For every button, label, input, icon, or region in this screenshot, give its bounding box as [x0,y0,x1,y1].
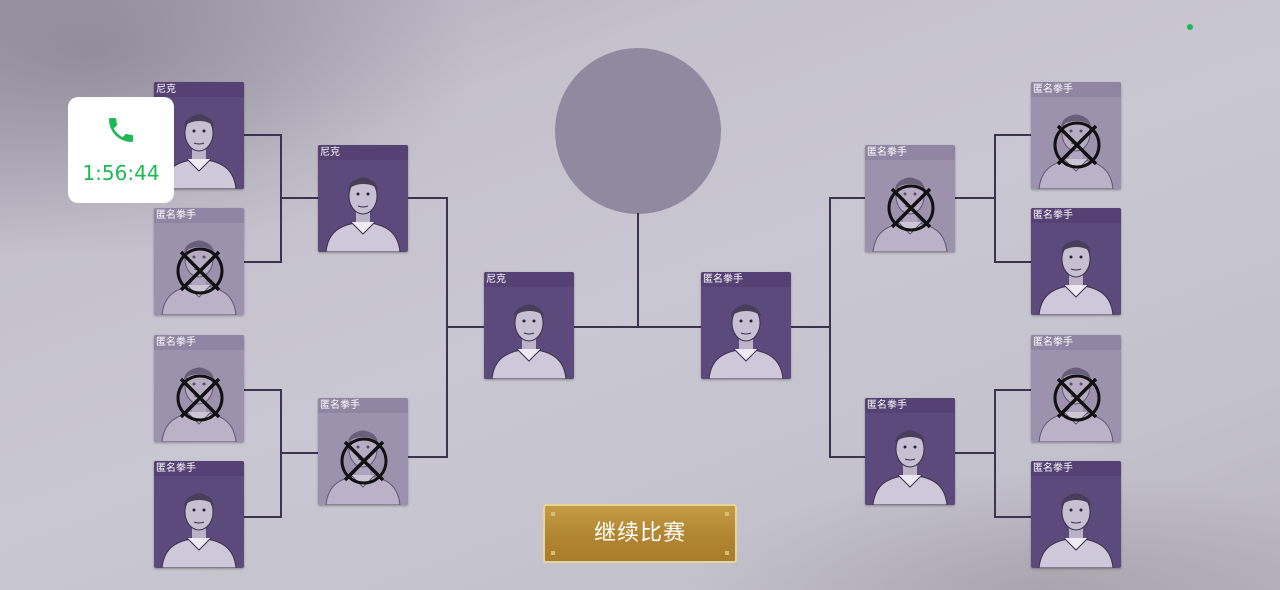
bracket-line [994,134,996,263]
fighter-portrait [872,177,948,252]
eliminated-x-icon [887,184,935,232]
fighter-portrait [491,304,567,379]
fighter-card[interactable]: 匿名拳手 [154,461,244,568]
fighter-name: 匿名拳手 [865,145,955,160]
bracket-line [994,389,996,518]
eliminated-x-icon [176,247,224,295]
fighter-name: 匿名拳手 [154,335,244,350]
bracket-line [955,197,995,199]
button-ornament [725,551,729,555]
fighter-card[interactable]: 尼克 [484,272,574,379]
fighter-name: 匿名拳手 [1031,82,1121,97]
fighter-name: 匿名拳手 [318,398,408,413]
fighter-portrait [1038,493,1114,568]
bracket-line [244,261,280,263]
fighter-name: 匿名拳手 [154,461,244,476]
bracket-line [994,261,1031,263]
fighter-portrait [325,177,401,252]
eliminated-x-icon [176,374,224,422]
eliminated-x-icon [1053,121,1101,169]
fighter-card[interactable]: 匿名拳手 [318,398,408,505]
bracket-line [829,456,865,458]
bracket-line [994,134,1031,136]
champion-slot [555,48,721,214]
fighter-name: 尼克 [484,272,574,287]
fighter-portrait [872,430,948,505]
bracket-line [280,452,318,454]
fighter-name: 匿名拳手 [154,208,244,223]
bracket-line [791,326,830,328]
fighter-name: 匿名拳手 [865,398,955,413]
bracket-line [244,389,280,391]
fighter-card[interactable]: 匿名拳手 [1031,208,1121,315]
fighter-card[interactable]: 匿名拳手 [154,208,244,315]
fighter-name: 匿名拳手 [701,272,791,287]
eliminated-x-icon [1053,374,1101,422]
fighter-card[interactable]: 匿名拳手 [701,272,791,379]
fighter-portrait [1038,240,1114,315]
bracket-line [637,213,639,327]
bracket-line [244,134,280,136]
bracket-line [408,456,446,458]
phone-icon [109,118,133,142]
fighter-card[interactable]: 匿名拳手 [154,335,244,442]
fighter-card[interactable]: 匿名拳手 [1031,335,1121,442]
button-ornament [725,512,729,516]
fighter-card[interactable]: 匿名拳手 [1031,82,1121,189]
fighter-portrait [161,114,237,189]
fighter-name: 匿名拳手 [1031,208,1121,223]
button-ornament [551,551,555,555]
fighter-card[interactable]: 尼克 [318,145,408,252]
fighter-card[interactable]: 匿名拳手 [865,398,955,505]
call-timer: 1:56:44 [82,161,160,185]
bracket-line [829,197,865,199]
bracket-line [446,326,484,328]
continue-match-label: 继续比赛 [593,521,686,546]
fighter-portrait [708,304,784,379]
continue-match-button[interactable]: 继续比赛 [543,504,737,563]
fighter-card[interactable]: 匿名拳手 [865,145,955,252]
fighter-name: 尼克 [318,145,408,160]
button-ornament [551,512,555,516]
bracket-line [280,197,318,199]
call-widget[interactable]: 1:56:44 [68,97,174,203]
bracket-line [955,452,995,454]
bracket-line [574,326,701,328]
fighter-portrait [161,493,237,568]
bracket-line [994,516,1031,518]
fighter-card[interactable]: 匿名拳手 [1031,461,1121,568]
status-indicator [1187,24,1193,30]
fighter-name: 尼克 [154,82,244,97]
bracket-line [408,197,446,199]
bracket-line [829,197,831,458]
fighter-name: 匿名拳手 [1031,461,1121,476]
bracket-line [994,389,1031,391]
bracket-line [244,516,280,518]
background-scenery-bottom [680,470,1280,590]
eliminated-x-icon [340,437,388,485]
fighter-name: 匿名拳手 [1031,335,1121,350]
